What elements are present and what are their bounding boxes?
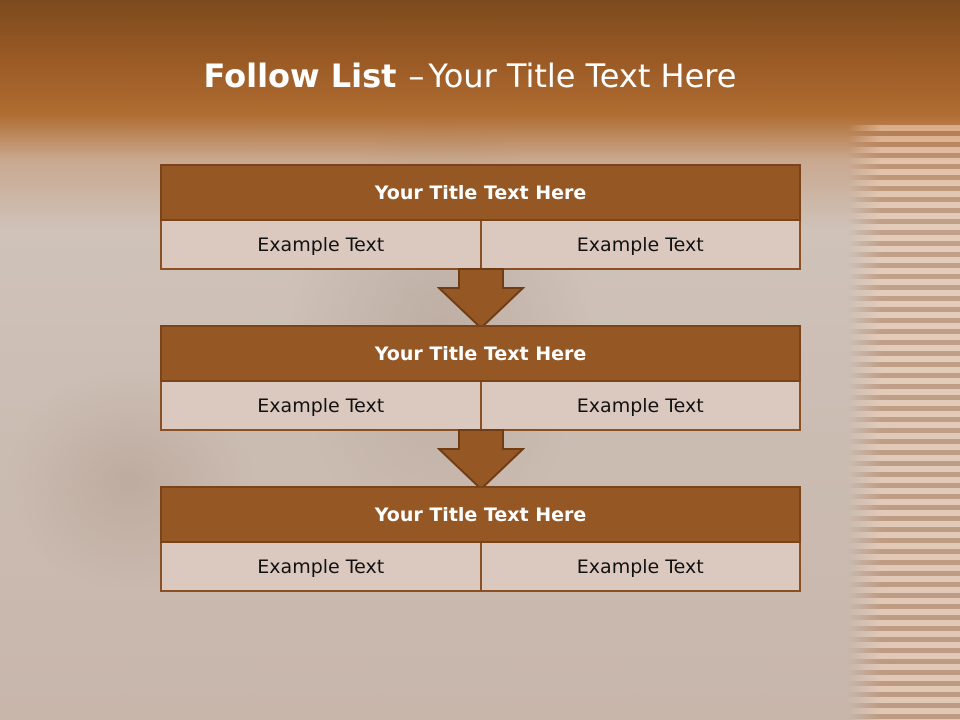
- flow-block-cell-left: Example Text: [257, 394, 385, 417]
- flow-block-cell-right: Example Text: [479, 221, 800, 268]
- flow-block-2: Your Title Text Here Example Text Exampl…: [160, 325, 801, 431]
- slide-title-separator: –: [408, 57, 425, 95]
- flow-block-cell-left: Example Text: [257, 233, 385, 256]
- flow-block-cell-left: Example Text: [257, 555, 385, 578]
- slide-title: Follow List–Your Title Text Here: [0, 55, 940, 97]
- down-arrow-icon: [437, 429, 525, 491]
- down-arrow-icon: [437, 268, 525, 330]
- flow-block-3: Your Title Text Here Example Text Exampl…: [160, 486, 801, 592]
- slide-title-bold: Follow List: [203, 57, 397, 95]
- flow-block-row: Example Text Example Text: [160, 221, 801, 270]
- flow-block-title: Your Title Text Here: [160, 486, 801, 543]
- flow-block-row: Example Text Example Text: [160, 382, 801, 431]
- flow-block-cell-right: Example Text: [479, 543, 800, 590]
- flow-block-title: Your Title Text Here: [160, 325, 801, 382]
- window-blinds-background: [848, 125, 960, 720]
- flow-block-title: Your Title Text Here: [160, 164, 801, 221]
- flow-block-row: Example Text Example Text: [160, 543, 801, 592]
- flow-block-cell-right: Example Text: [479, 382, 800, 429]
- slide-title-rest: Your Title Text Here: [428, 57, 737, 95]
- flow-block-1: Your Title Text Here Example Text Exampl…: [160, 164, 801, 270]
